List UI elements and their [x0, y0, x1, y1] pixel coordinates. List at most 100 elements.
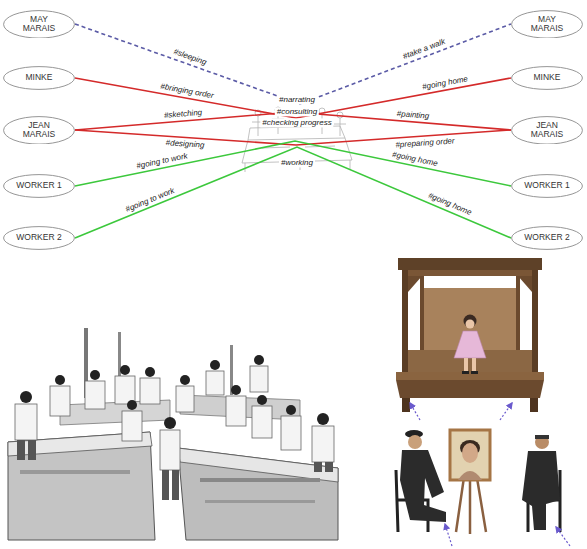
- workshop-photo: [17, 440, 25, 460]
- workshop-photo: [231, 385, 241, 395]
- workshop-photo: [20, 355, 329, 429]
- workshop-photo: [140, 378, 160, 404]
- workshop-photo: [28, 440, 36, 460]
- workshop-photo: [55, 375, 65, 385]
- person-name: WORKER 1: [16, 181, 62, 190]
- workshop-photo: [312, 426, 334, 462]
- ellipse-shape: [4, 10, 75, 37]
- person-name: JEAN MARAIS: [524, 121, 570, 140]
- person-ellipse: JEAN MARAIS: [511, 116, 583, 145]
- activity-tag: #narrating: [277, 95, 317, 104]
- girl-figure: [472, 358, 476, 372]
- ellipse-shape: [512, 116, 583, 143]
- portrait-scene: [400, 450, 446, 522]
- workshop-photo: [257, 395, 267, 405]
- workshop-photo: [172, 470, 179, 500]
- person-name: MAY MARAIS: [16, 15, 62, 34]
- activity-tag: #going home: [422, 74, 469, 91]
- workshop-photo: [281, 416, 301, 450]
- daybed-photo: [396, 258, 544, 412]
- portrait-scene: [535, 435, 549, 439]
- workshop-photo: [8, 432, 155, 540]
- workshop-photo: [8, 328, 338, 540]
- workshop-photo: [205, 500, 315, 503]
- workshop-photo: [127, 400, 137, 410]
- workshop-photo: [250, 366, 268, 392]
- workshop-photo: [325, 462, 333, 472]
- person-name: WORKER 1: [524, 181, 570, 190]
- daybed-photo: [396, 380, 544, 398]
- daybed-photo: [398, 258, 542, 270]
- ellipse-shape: [512, 10, 583, 37]
- ellipse-shape: [4, 227, 75, 250]
- ellipse-shape: [4, 67, 75, 90]
- workshop-photo: [314, 462, 322, 472]
- workshop-photo: [120, 365, 130, 375]
- workshop-photo: [85, 381, 105, 409]
- portrait-scene: [450, 430, 490, 480]
- activity-tag: #take a walk: [402, 37, 447, 61]
- daybed-photo: [396, 372, 544, 380]
- ellipse-shape: [4, 175, 75, 198]
- workshop-photo: [180, 375, 190, 385]
- girl-figure: [454, 315, 486, 375]
- workshop-photo: [15, 366, 334, 470]
- workshop-photo: [317, 413, 329, 425]
- person-ellipse: MINKE: [3, 66, 75, 90]
- person-ellipse: MAY MARAIS: [3, 10, 75, 39]
- ellipse-shape: [512, 227, 583, 250]
- daybed-photo: [530, 398, 538, 412]
- workshop-photo: [286, 405, 296, 415]
- portrait-scene: [535, 435, 549, 449]
- activity-tag: #checking progress: [260, 118, 333, 127]
- leader-arrow: [445, 524, 452, 546]
- portrait-scene: [396, 430, 560, 534]
- activity-tag: #working: [279, 158, 315, 167]
- ellipse-shape: [512, 67, 583, 90]
- person-ellipse: WORKER 1: [511, 174, 583, 198]
- workshop-photo: [90, 370, 100, 380]
- person-ellipse: WORKER 1: [3, 174, 75, 198]
- activity-tag: #consulting: [275, 107, 319, 116]
- portrait-scene: [462, 443, 478, 463]
- person-name: JEAN MARAIS: [16, 121, 62, 140]
- person-ellipse: MAY MARAIS: [511, 10, 583, 39]
- workshop-photo: [254, 355, 264, 365]
- person-name: WORKER 2: [16, 233, 62, 242]
- activity-tag: #designing: [165, 139, 204, 151]
- daybed-photo: [408, 276, 532, 292]
- workshop-photo: [17, 440, 333, 500]
- girl-figure: [471, 371, 478, 374]
- workshop-photo: [162, 470, 169, 500]
- daybed-photo: [402, 398, 410, 412]
- portrait-scene: [408, 435, 422, 449]
- leader-arrow: [556, 527, 570, 546]
- workshop-photo: [20, 470, 130, 474]
- workshop-photo: [226, 396, 246, 426]
- workshop-photo: [176, 386, 194, 412]
- workshop-photo: [210, 360, 220, 370]
- leader-arrow: [410, 403, 420, 420]
- workshop-photo: [122, 411, 142, 441]
- workshop-photo: [20, 391, 32, 403]
- activity-line: [75, 24, 511, 104]
- workshop-photo: [200, 478, 320, 482]
- person-name: MINKE: [16, 73, 62, 82]
- leader-arrow: [410, 403, 570, 546]
- person-ellipse: WORKER 2: [3, 226, 75, 250]
- person-name: WORKER 2: [524, 233, 570, 242]
- girl-figure: [462, 371, 469, 374]
- workshop-sketch: [248, 126, 345, 140]
- activity-line: [75, 141, 511, 186]
- portrait-scene: [522, 451, 560, 530]
- person-name: MAY MARAIS: [524, 15, 570, 34]
- ellipse-shape: [4, 116, 75, 143]
- person-name: MINKE: [524, 73, 570, 82]
- workshop-photo: [206, 371, 224, 395]
- activity-line: [75, 147, 511, 238]
- activity-tag: #sketching: [164, 108, 203, 120]
- girl-figure: [466, 320, 475, 329]
- workshop-photo: [50, 386, 70, 416]
- workshop-photo: [252, 406, 272, 438]
